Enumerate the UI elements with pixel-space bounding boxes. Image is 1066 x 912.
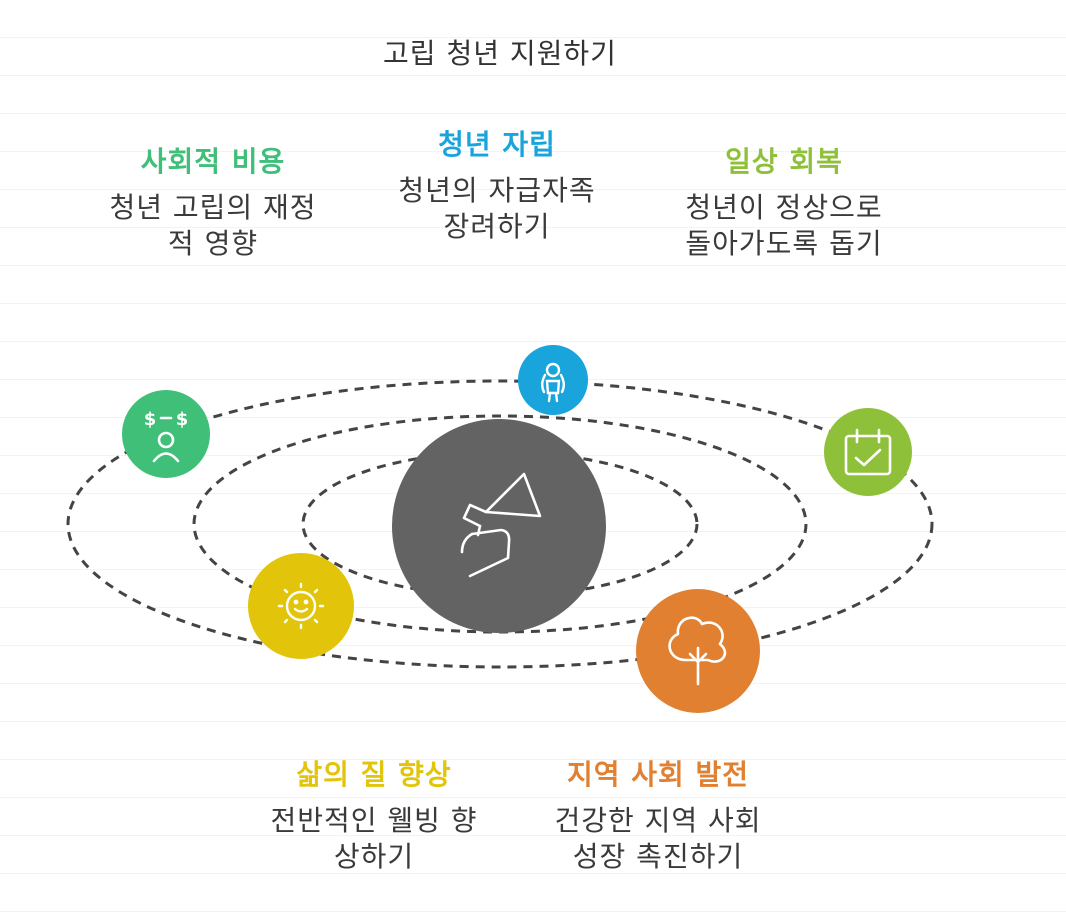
desc-daily-recovery: 청년이 정상으로 돌아가도록 돕기 <box>685 191 883 260</box>
heading-quality-of-life: 삶의 질 향상 <box>296 758 452 791</box>
node-community-development <box>636 589 760 713</box>
tree-icon <box>668 616 727 686</box>
label-quality-of-life: 삶의 질 향상 전반적인 웰빙 향 상하기 <box>224 755 524 875</box>
node-quality-of-life <box>248 553 354 659</box>
page-title: 고립 청년 지원하기 <box>383 37 617 70</box>
label-daily-recovery: 일상 회복 청년이 정상으로 돌아가도록 돕기 <box>634 142 934 262</box>
label-youth-independence: 청년 자립 청년의 자급자족 장려하기 <box>347 125 647 245</box>
heading-community-development: 지역 사회 발전 <box>566 758 750 791</box>
svg-text:$: $ <box>176 409 189 430</box>
center-node <box>392 419 606 633</box>
node-social-cost: $ $ <box>122 390 210 478</box>
label-community-development: 지역 사회 발전 건강한 지역 사회 성장 촉진하기 <box>508 755 808 875</box>
desc-community-development: 건강한 지역 사회 성장 촉진하기 <box>554 804 762 873</box>
label-social-cost: 사회적 비용 청년 고립의 재정 적 영향 <box>63 142 363 262</box>
smiling-sun-icon <box>277 582 325 630</box>
desc-social-cost: 청년 고립의 재정 적 영향 <box>109 191 317 260</box>
megaphone-icon <box>460 472 542 578</box>
orbit-inner <box>301 450 699 598</box>
jump-rope-person-icon <box>541 362 565 403</box>
orbit-outer <box>66 379 934 669</box>
desc-youth-independence: 청년의 자급자족 장려하기 <box>398 174 596 243</box>
node-youth-independence <box>518 345 588 415</box>
money-person-icon: $ $ <box>144 409 189 463</box>
node-daily-recovery <box>824 408 912 496</box>
heading-social-cost: 사회적 비용 <box>140 145 286 178</box>
heading-daily-recovery: 일상 회복 <box>725 145 843 178</box>
svg-text:$: $ <box>144 409 157 430</box>
desc-quality-of-life: 전반적인 웰빙 향 상하기 <box>270 804 478 873</box>
heading-youth-independence: 청년 자립 <box>438 128 556 161</box>
calendar-check-icon <box>844 428 892 476</box>
